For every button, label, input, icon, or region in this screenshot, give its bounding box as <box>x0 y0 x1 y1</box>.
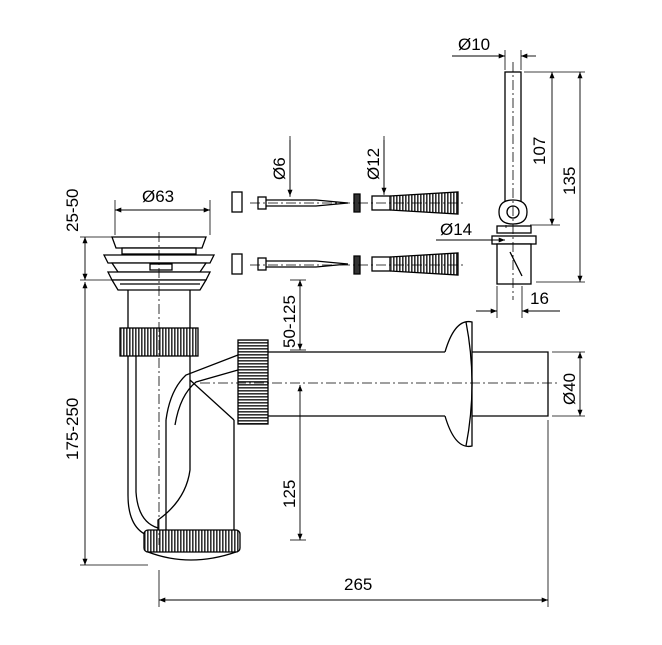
dim-d125: 125 <box>280 480 299 508</box>
dim-d14: Ø14 <box>440 220 472 239</box>
outlet-pipe <box>268 320 549 448</box>
screw-row-bottom <box>231 252 459 276</box>
dim-d12: Ø12 <box>364 148 383 180</box>
dim-d63: Ø63 <box>142 187 174 206</box>
dim-d25-50: 25-50 <box>63 189 82 232</box>
dim-d175-250: 175-250 <box>63 398 82 460</box>
siphon-body <box>119 290 269 561</box>
dim-d50-125: 50-125 <box>280 295 299 348</box>
dim-d16: 16 <box>530 289 549 308</box>
dim-d6: Ø6 <box>270 157 289 180</box>
overflow-tube <box>491 71 537 285</box>
dim-d40: Ø40 <box>560 373 579 405</box>
dimension-lines <box>82 53 583 603</box>
dim-d135: 135 <box>560 167 579 195</box>
dim-d107: 107 <box>530 137 549 165</box>
centre-lines <box>158 62 558 545</box>
dim-d265: 265 <box>344 575 372 594</box>
dim-d10: Ø10 <box>458 35 490 54</box>
